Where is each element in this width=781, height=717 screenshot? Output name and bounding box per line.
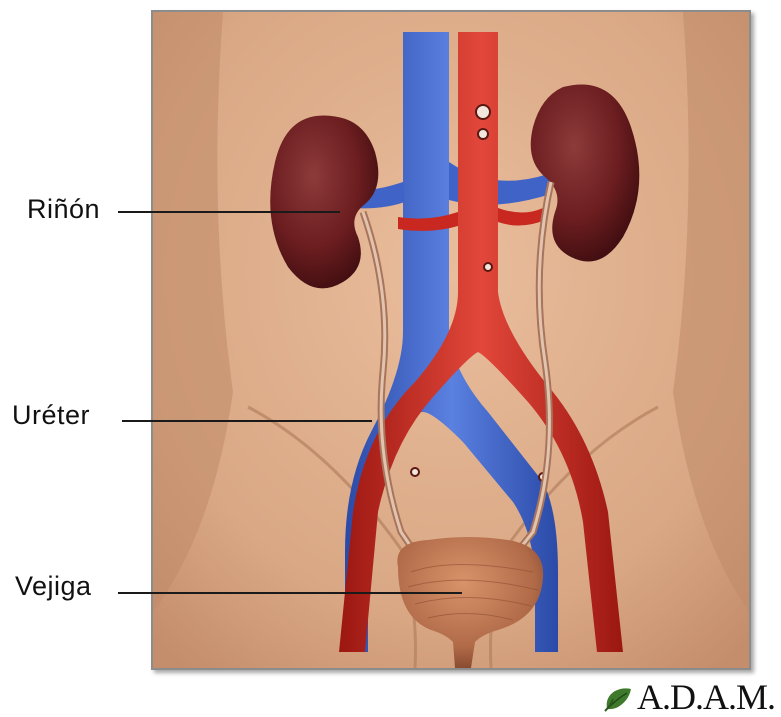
leaf-icon	[603, 685, 633, 713]
bladder-label: Vejiga	[15, 571, 92, 602]
ureter-leader-line	[122, 420, 372, 422]
stump-4	[411, 468, 419, 476]
stump-1	[476, 105, 490, 119]
urinary-system-illustration	[153, 12, 749, 668]
logo-text: A.D.A.M.	[637, 679, 775, 715]
kidney-leader-line	[118, 211, 340, 213]
illustration-frame	[151, 10, 751, 670]
stump-2	[478, 129, 488, 139]
stump-3	[484, 263, 492, 271]
kidney-label: Riñón	[27, 194, 100, 225]
adam-logo: A.D.A.M.	[603, 679, 775, 715]
ureter-label: Uréter	[12, 400, 90, 431]
bladder-leader-line	[118, 592, 462, 594]
